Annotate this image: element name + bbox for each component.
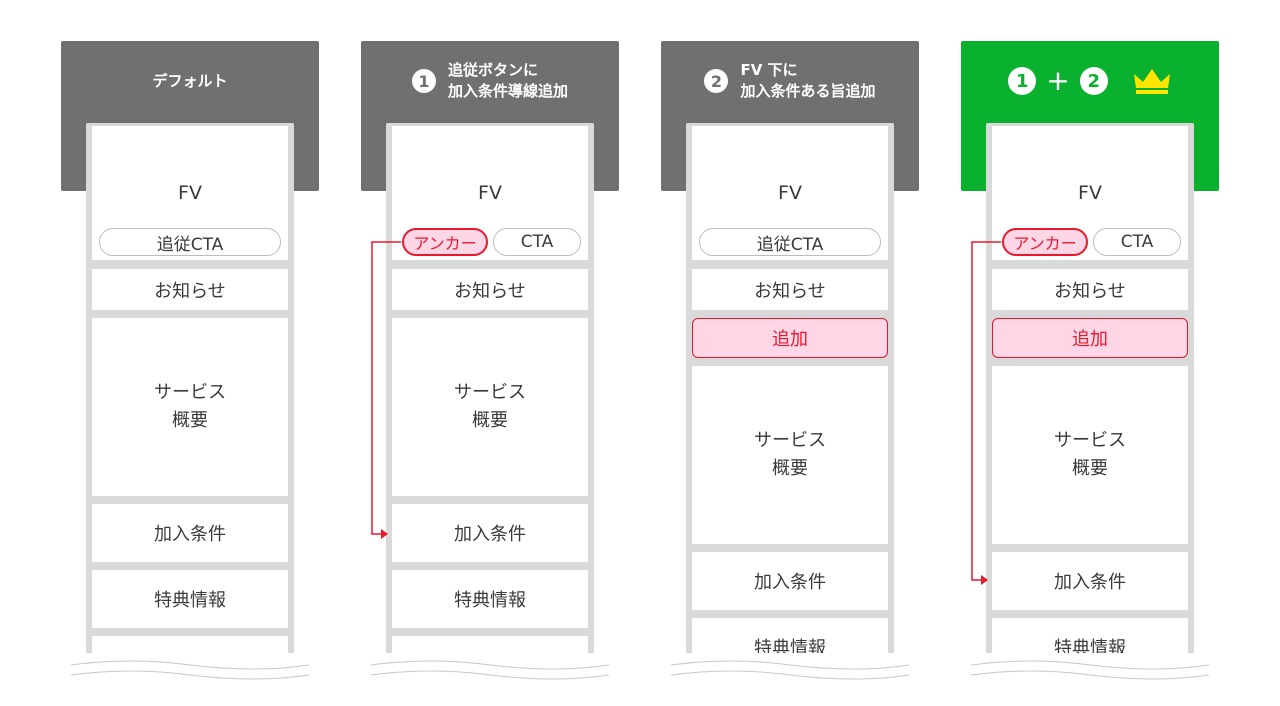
service-line-1: サービス xyxy=(454,382,526,403)
variant-title-line-1: FV 下に xyxy=(740,61,798,79)
join-conditions-section: 加入条件 xyxy=(992,552,1188,610)
service-overview-section: サービス 概要 xyxy=(392,318,588,496)
perks-section: 特典情報 xyxy=(392,570,588,628)
service-line-2: 概要 xyxy=(772,458,808,479)
fv-label: FV xyxy=(178,182,202,204)
service-line-1: サービス xyxy=(1054,430,1126,451)
service-overview-section: サービス 概要 xyxy=(92,318,288,496)
plus-sign: + xyxy=(1046,64,1070,97)
number-badge: 1 xyxy=(411,69,436,93)
service-overview-section: サービス 概要 xyxy=(692,366,888,544)
phone-mockup: FV アンカー CTA お知らせ 追加 サービス 概要 加入条件 特典情報 xyxy=(986,123,1194,663)
phone-mockup: FV 追従CTA お知らせ 追加 サービス 概要 加入条件 特典情報 xyxy=(686,123,894,663)
news-section: お知らせ xyxy=(92,269,288,310)
cta-button[interactable]: CTA xyxy=(493,228,581,256)
perks-section: 特典情報 xyxy=(92,570,288,628)
join-conditions-section: 加入条件 xyxy=(692,552,888,610)
service-line-2: 概要 xyxy=(172,410,208,431)
service-line-1: サービス xyxy=(754,430,826,451)
variant-title: 追従ボタンに 加入条件導線追加 xyxy=(448,60,568,102)
variant-title-line-2: 加入条件ある旨追加 xyxy=(740,82,876,100)
crown-icon xyxy=(1133,69,1170,94)
variant-2: 2 FV 下に 加入条件ある旨追加 FV 追従CTA お知らせ 追加 サービス … xyxy=(661,41,919,681)
join-conditions-section: 加入条件 xyxy=(92,504,288,562)
added-notice-section: 追加 xyxy=(692,318,888,358)
variant-default: デフォルト FV 追従CTA お知らせ サービス 概要 加入条件 特典情報 xyxy=(61,41,319,681)
service-line-2: 概要 xyxy=(472,410,508,431)
cut-wave xyxy=(361,653,619,680)
anchor-button[interactable]: アンカー xyxy=(1002,228,1088,256)
follow-cta-button[interactable]: 追従CTA xyxy=(699,228,881,256)
variant-title: デフォルト xyxy=(152,71,228,90)
anchor-button[interactable]: アンカー xyxy=(402,228,488,256)
added-notice-section: 追加 xyxy=(992,318,1188,358)
variant-title-line-1: 追従ボタンに xyxy=(447,61,538,79)
variant-1: 1 追従ボタンに 加入条件導線追加 FV アンカー CTA お知らせ サービス … xyxy=(361,41,619,681)
cut-wave xyxy=(661,653,919,680)
service-line-2: 概要 xyxy=(1072,458,1108,479)
cut-wave xyxy=(61,653,319,680)
phone-mockup: FV アンカー CTA お知らせ サービス 概要 加入条件 特典情報 xyxy=(386,123,594,663)
follow-cta-button[interactable]: 追従CTA xyxy=(99,228,281,256)
news-section: お知らせ xyxy=(392,269,588,310)
news-section: お知らせ xyxy=(992,269,1188,310)
join-conditions-section: 加入条件 xyxy=(392,504,588,562)
cut-wave xyxy=(961,653,1219,680)
fv-label: FV xyxy=(778,182,802,204)
fv-label: FV xyxy=(478,182,502,204)
fv-label: FV xyxy=(1078,182,1102,204)
number-badge: 1 xyxy=(1008,67,1037,95)
news-section: お知らせ xyxy=(692,269,888,310)
variant-1-plus-2: 1 + 2 FV アンカー CTA お知らせ 追加 サービス 概要 加入 xyxy=(961,41,1219,681)
service-line-1: サービス xyxy=(154,382,226,403)
number-badge: 2 xyxy=(1079,67,1108,95)
variant-title: FV 下に 加入条件ある旨追加 xyxy=(740,60,875,102)
number-badge: 2 xyxy=(704,69,729,93)
cta-button[interactable]: CTA xyxy=(1093,228,1181,256)
variant-title-line-2: 加入条件導線追加 xyxy=(447,82,568,100)
service-overview-section: サービス 概要 xyxy=(992,366,1188,544)
phone-mockup: FV 追従CTA お知らせ サービス 概要 加入条件 特典情報 xyxy=(86,123,294,663)
